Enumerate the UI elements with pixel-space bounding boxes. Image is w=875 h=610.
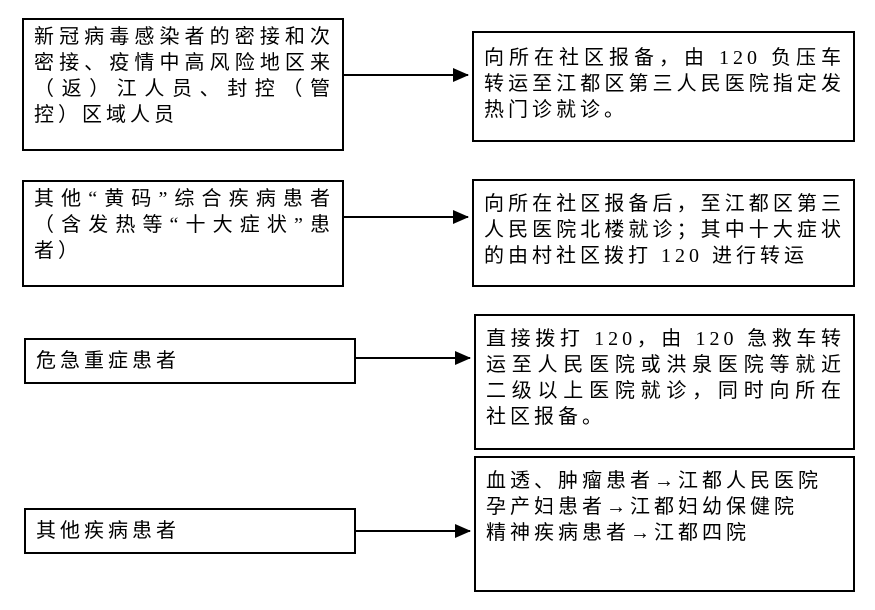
routing-line-maternity: 孕产妇患者→江都妇幼保健院 [486,496,798,518]
routing-line-dialysis-tumor: 血透、肿瘤患者→江都人民医院 [486,470,822,492]
instruction-box-critical-patients: 直接拨打 120，由 120 急救车转运至人民医院或洪泉医院等就近二级以上医院就… [474,314,855,450]
category-box-close-contacts: 新冠病毒感染者的密接和次密接、疫情中高风险地区来（返）江人员、封控（管控）区域人… [22,18,344,151]
instruction-box-other-disease-patients: 血透、肿瘤患者→江都人民医院 孕产妇患者→江都妇幼保健院 精神疾病患者→江都四院 [474,456,855,592]
category-box-critical-patients: 危急重症患者 [24,338,356,384]
instruction-box-yellow-code-patients: 向所在社区报备后，至江都区第三人民医院北楼就诊；其中十大症状的由村社区拨打 12… [472,179,855,287]
category-box-other-disease-patients: 其他疾病患者 [24,508,356,554]
category-box-yellow-code-patients: 其他“黄码”综合疾病患者（含发热等“十大症状”患者） [22,180,344,287]
instruction-box-close-contacts: 向所在社区报备，由 120 负压车转运至江都区第三人民医院指定发热门诊就诊。 [472,31,855,142]
routing-line-psychiatric: 精神疾病患者→江都四院 [486,522,750,544]
